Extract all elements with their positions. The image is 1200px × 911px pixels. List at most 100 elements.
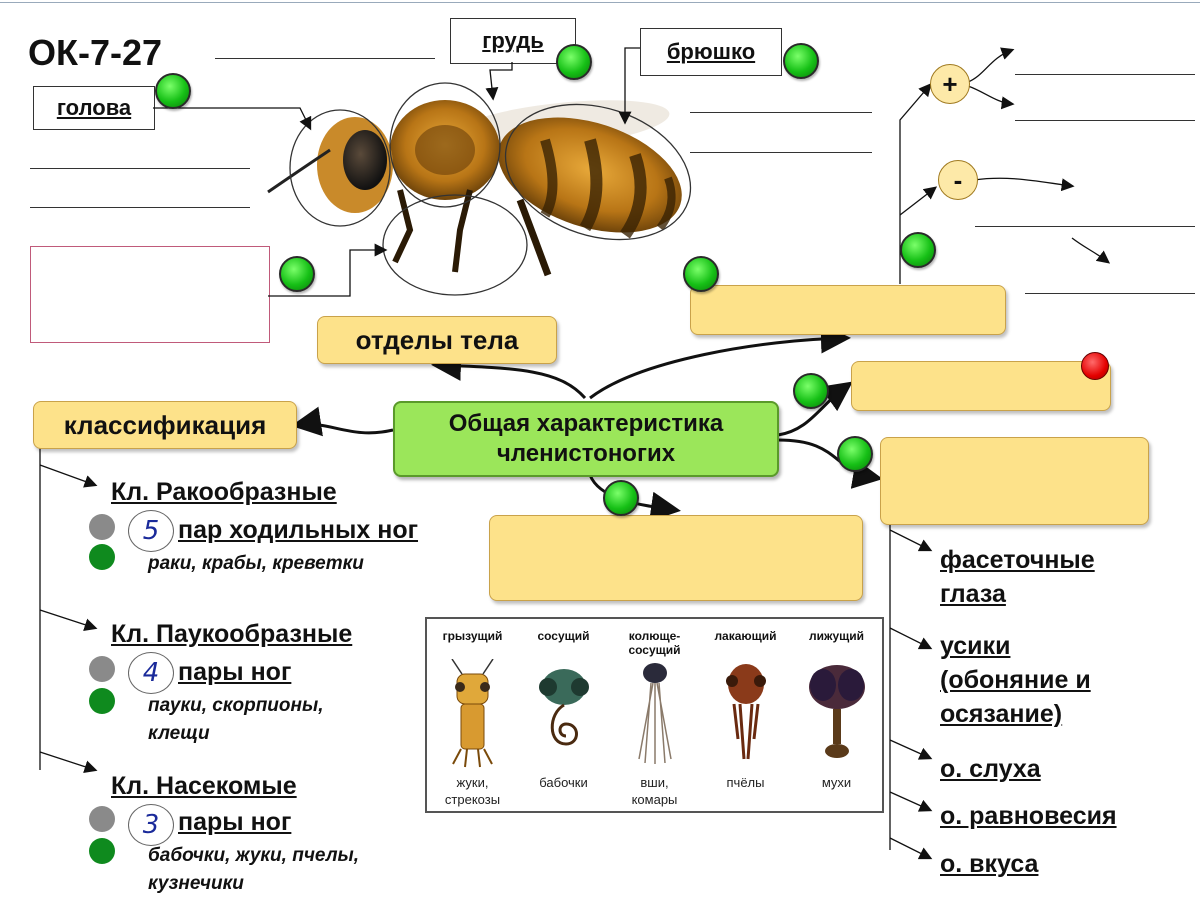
minus-circle: - — [938, 160, 978, 200]
page-title: ОК-7-27 — [28, 32, 163, 73]
mouthpart-sucking: сосущий бабочки — [518, 619, 609, 791]
organ-compound-eyes: фасеточные глаза — [940, 543, 1095, 611]
status-dot-bottom-box[interactable] — [603, 480, 639, 516]
classification-label: классификация — [63, 409, 267, 440]
examples-arachnids-2: клещи — [148, 723, 210, 744]
status-dot-red[interactable] — [1081, 352, 1109, 380]
thorax-label-box: грудь — [450, 18, 576, 64]
examples-insects-2: кузнечики — [148, 873, 244, 894]
mouthpart-examples: бабочки — [539, 775, 588, 790]
bee-abdomen-shape — [498, 117, 682, 239]
class-crustaceans: Кл. Ракообразные — [111, 478, 337, 506]
mouthpart-examples: жуки, — [456, 775, 489, 790]
organ-antennae: усики (обоняние и осязание) — [940, 629, 1091, 731]
status-dot-plus-minus[interactable] — [900, 232, 936, 268]
organ-hearing: о. слуха — [940, 752, 1041, 786]
mouthpart-piercing-sucking: колюще- сосущий вши, комары — [609, 619, 700, 808]
thorax-label: грудь — [482, 28, 544, 53]
legs-insects: пары ног — [178, 808, 292, 836]
answer-line — [1015, 74, 1195, 75]
examples-crustaceans: раки, крабы, креветки — [148, 553, 364, 574]
examples-insects-1: бабочки, жуки, пчелы, — [148, 845, 360, 866]
licking-mouthpart-icon — [809, 665, 865, 758]
traffic-green[interactable] — [89, 544, 115, 570]
organ-line: усики — [940, 632, 1011, 660]
organ-balance: о. равновесия — [940, 799, 1117, 833]
mouthpart-examples: стрекозы — [444, 792, 501, 807]
organ-line: (обоняние и — [940, 666, 1091, 694]
traffic-gray[interactable] — [89, 806, 115, 832]
class-arachnids: Кл. Паукообразные — [111, 620, 353, 648]
answer-line — [690, 112, 872, 113]
answer-line — [690, 152, 872, 153]
plus-circle: + — [930, 64, 970, 104]
class-insects: Кл. Насекомые — [111, 772, 297, 800]
mouthpart-type: лакающий — [714, 629, 777, 643]
organ-line: глаза — [940, 580, 1006, 608]
status-dot-abdomen[interactable] — [783, 43, 819, 79]
status-dot-middle-right-box[interactable] — [793, 373, 829, 409]
mouthpart-examples: пчёлы — [726, 775, 765, 790]
traffic-green[interactable] — [89, 688, 115, 714]
organ-line: о. равновесия — [940, 802, 1117, 830]
organ-taste: о. вкуса — [940, 847, 1038, 881]
status-dot-legs[interactable] — [279, 256, 315, 292]
status-dot-head[interactable] — [155, 73, 191, 109]
examples-arachnids-1: пауки, скорпионы, — [148, 695, 324, 716]
leg-count-crustaceans: 5 — [128, 510, 174, 552]
mouthpart-examples: вши, — [640, 775, 669, 790]
mouthpart-type-line: колюще- — [628, 629, 681, 643]
abdomen-label-box: брюшко — [640, 28, 782, 76]
mouthpart-type: колюще- сосущий — [609, 629, 700, 659]
answer-box-middle-right[interactable] — [851, 361, 1111, 411]
sucking-mouthpart-icon — [539, 669, 589, 746]
organ-line: осязание) — [940, 700, 1063, 728]
organ-line: о. вкуса — [940, 850, 1039, 878]
leg-count-insects: 3 — [128, 804, 174, 846]
answer-line — [1025, 293, 1195, 294]
head-label: голова — [56, 95, 132, 120]
legs-crustaceans: пар ходильных ног — [178, 516, 419, 544]
mouthpart-type-line: сосущий — [628, 643, 681, 657]
answer-box-bottom-center[interactable] — [489, 515, 863, 601]
mouthpart-licking: лижущий мухи — [791, 619, 882, 791]
body-sections-box: отделы тела — [317, 316, 557, 364]
mouthpart-type: грызущий — [442, 629, 503, 643]
answer-box-top-right[interactable] — [690, 285, 1006, 335]
mouthpart-type: сосущий — [537, 629, 590, 643]
head-label-box: голова — [33, 86, 155, 130]
mouthpart-examples: комары — [631, 792, 678, 807]
traffic-gray[interactable] — [89, 656, 115, 682]
mouthpart-examples: мухи — [821, 775, 852, 790]
piercing-mouthpart-icon — [638, 663, 672, 764]
abdomen-label: брюшко — [666, 39, 756, 64]
classification-box: классификация — [33, 401, 297, 449]
answer-line — [1015, 120, 1195, 121]
bee-illustration — [267, 82, 692, 296]
answer-line — [975, 226, 1195, 227]
legs-answer-box[interactable] — [30, 246, 270, 343]
central-node: Общая характеристика членистоногих — [393, 401, 779, 477]
answer-line — [30, 168, 250, 169]
answer-line — [30, 207, 250, 208]
mouthparts-panel: грызущий жуки, стрекозы сосущий бабочки … — [425, 617, 884, 813]
mouthpart-lapping: лакающий пчёлы — [700, 619, 791, 791]
gnawing-mouthpart-icon — [451, 658, 494, 768]
status-dot-top-right-box[interactable] — [683, 256, 719, 292]
status-dot-lower-right-box[interactable] — [837, 436, 873, 472]
leg-count-arachnids: 4 — [128, 652, 174, 694]
top-border — [0, 2, 1200, 3]
traffic-gray[interactable] — [89, 514, 115, 540]
central-line-1: Общая характеристика — [448, 410, 724, 437]
answer-box-lower-right[interactable] — [880, 437, 1149, 525]
traffic-green[interactable] — [89, 838, 115, 864]
body-sections-label: отделы тела — [355, 324, 519, 355]
mouthpart-gnawing: грызущий жуки, стрекозы — [427, 619, 518, 808]
mouthpart-type: лижущий — [808, 629, 865, 643]
lapping-mouthpart-icon — [726, 664, 766, 760]
central-line-2: членистоногих — [496, 440, 676, 467]
answer-line — [215, 58, 435, 59]
status-dot-thorax[interactable] — [556, 44, 592, 80]
organ-line: фасеточные — [940, 546, 1095, 574]
